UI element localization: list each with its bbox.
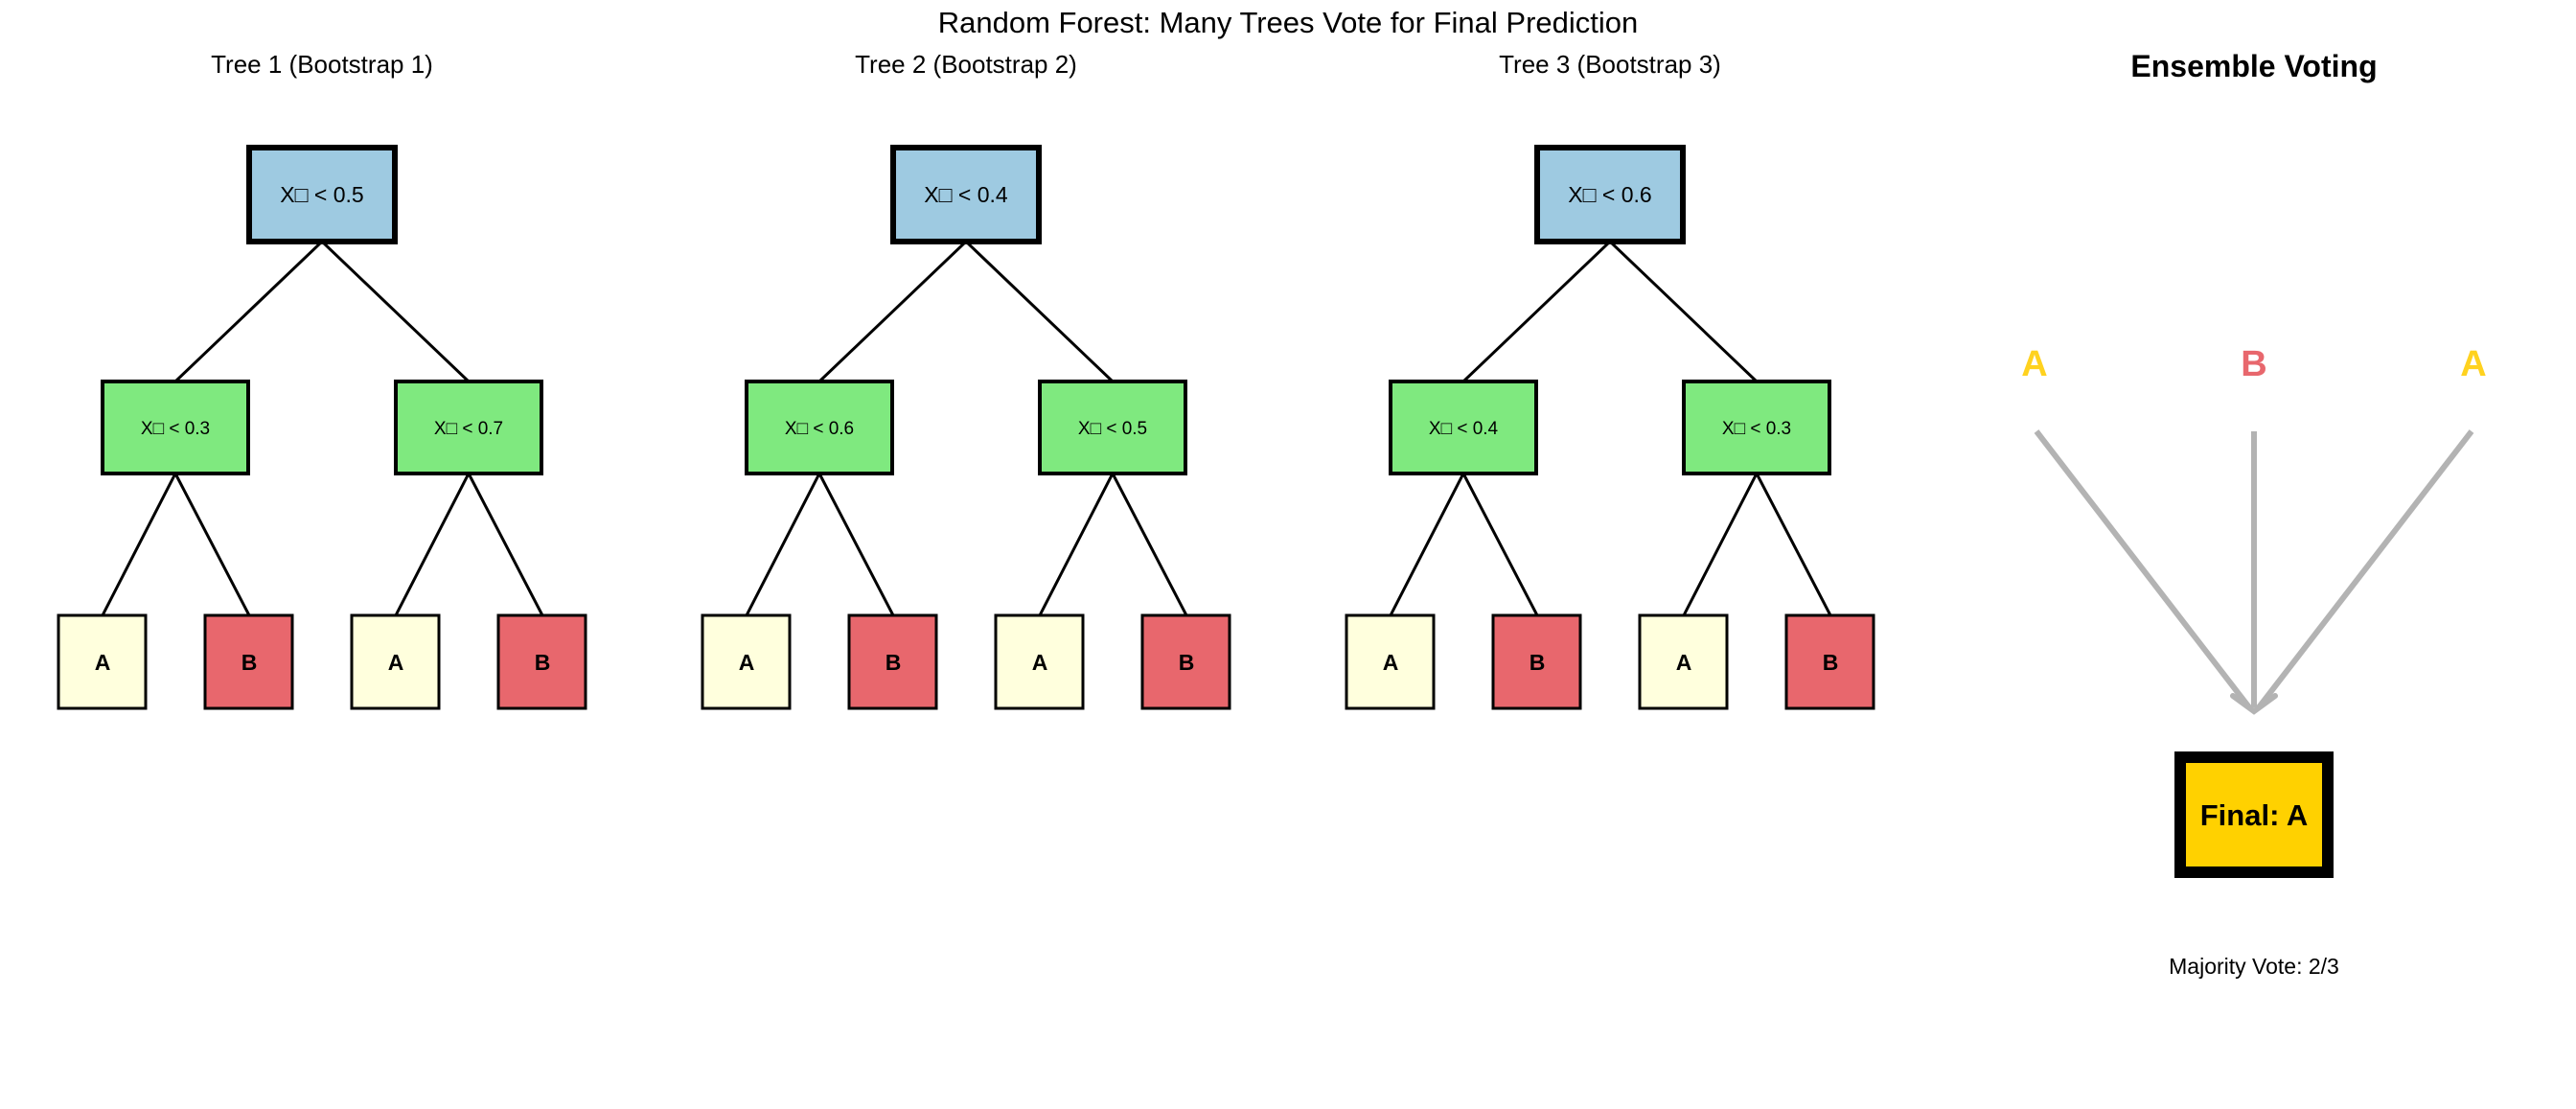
- tree-3-leaf-3-label: A: [1676, 650, 1692, 675]
- vote-arrow-1: [2034, 429, 2252, 709]
- tree-1-leaf-2: [203, 613, 294, 710]
- tree-2-edge-right-leaf-b: [1111, 473, 1188, 616]
- tree-1-leaf-4-label: B: [535, 650, 551, 675]
- tree-2: Tree 2 (Bootstrap 2) X□ < 0.4 X□ < 0.6 X…: [701, 50, 1231, 710]
- tree-1-edge-right-leaf-a: [394, 473, 471, 616]
- vote-label-tree-3: A: [2460, 344, 2486, 384]
- tree-1-right-node: [394, 380, 543, 475]
- tree-3-root-label: X□ < 0.6: [1568, 182, 1651, 207]
- tree-2-left-label: X□ < 0.6: [785, 419, 854, 439]
- tree-1-edge-left-leaf-b: [173, 473, 251, 616]
- tree-2-root-label: X□ < 0.4: [924, 182, 1008, 207]
- tree-3-left-node: [1389, 380, 1538, 475]
- tree-3-left-label: X□ < 0.4: [1429, 419, 1499, 439]
- tree-2-leaf-2-label: B: [886, 650, 902, 675]
- tree-2-leaf-3: [994, 613, 1085, 710]
- tree-2-edge-left-leaf-b: [817, 473, 895, 616]
- tree-1-left-node: [101, 380, 250, 475]
- tree-3-edge-root-right: [1608, 240, 1759, 383]
- tree-3-leaf-4: [1784, 613, 1875, 710]
- tree-2-title: Tree 2 (Bootstrap 2): [855, 50, 1077, 79]
- tree-1-leaf-2-label: B: [242, 650, 258, 675]
- tree-1-root-label: X□ < 0.5: [280, 182, 363, 207]
- tree-1-leaf-1: [57, 613, 148, 710]
- tree-3-leaf-4-label: B: [1823, 650, 1839, 675]
- tree-3-edge-right-leaf-a: [1682, 473, 1759, 616]
- tree-2-edge-root-right: [964, 240, 1115, 383]
- tree-1: Tree 1 (Bootstrap 1) X□ < 0.5 X□ < 0.3 X…: [57, 50, 587, 710]
- tree-1-right-label: X□ < 0.7: [434, 419, 503, 439]
- tree-3-right-label: X□ < 0.3: [1722, 419, 1791, 439]
- tree-2-leaf-2: [847, 613, 938, 710]
- tree-1-edge-root-right: [320, 240, 471, 383]
- tree-3-root-node: [1534, 145, 1686, 244]
- tree-2-edge-root-left: [817, 240, 968, 383]
- tree-3-edge-left-leaf-b: [1461, 473, 1539, 616]
- tree-3-leaf-2: [1491, 613, 1582, 710]
- tree-2-leaf-1-label: A: [739, 650, 755, 675]
- tree-3-leaf-1-label: A: [1383, 650, 1399, 675]
- tree-3-edge-root-left: [1461, 240, 1612, 383]
- majority-vote-label: Majority Vote: 2/3: [2169, 954, 2339, 979]
- diagram-title: Random Forest: Many Trees Vote for Final…: [938, 6, 1639, 39]
- final-prediction-label: Final: A: [2200, 798, 2309, 832]
- tree-3-leaf-2-label: B: [1530, 650, 1546, 675]
- tree-2-left-node: [745, 380, 894, 475]
- tree-2-edge-left-leaf-a: [745, 473, 821, 616]
- tree-2-root-node: [890, 145, 1042, 244]
- tree-3-title: Tree 3 (Bootstrap 3): [1499, 50, 1721, 79]
- ensemble-title: Ensemble Voting: [2130, 49, 2377, 83]
- tree-1-leaf-3-label: A: [388, 650, 404, 675]
- tree-3-edge-left-leaf-a: [1389, 473, 1465, 616]
- tree-2-edge-right-leaf-a: [1038, 473, 1115, 616]
- tree-2-right-node: [1038, 380, 1187, 475]
- tree-2-leaf-4-label: B: [1179, 650, 1195, 675]
- vote-arrow-3: [2256, 429, 2474, 709]
- tree-3: Tree 3 (Bootstrap 3) X□ < 0.6 X□ < 0.4 X…: [1345, 50, 1875, 710]
- tree-1-edge-left-leaf-a: [101, 473, 177, 616]
- tree-2-leaf-1: [701, 613, 792, 710]
- tree-1-leaf-1-label: A: [95, 650, 111, 675]
- ensemble-voting-panel: Ensemble Voting A B A Final: A Majority …: [2021, 49, 2486, 979]
- tree-2-leaf-3-label: A: [1032, 650, 1048, 675]
- vote-label-tree-2: B: [2241, 344, 2266, 384]
- tree-3-leaf-3: [1638, 613, 1729, 710]
- tree-1-edge-root-left: [173, 240, 324, 383]
- tree-1-left-label: X□ < 0.3: [141, 419, 210, 439]
- tree-1-edge-right-leaf-b: [467, 473, 544, 616]
- tree-2-right-label: X□ < 0.5: [1078, 419, 1147, 439]
- tree-3-right-node: [1682, 380, 1831, 475]
- tree-1-leaf-3: [350, 613, 441, 710]
- tree-3-edge-right-leaf-b: [1755, 473, 1832, 616]
- tree-2-leaf-4: [1140, 613, 1231, 710]
- final-prediction-box: [2174, 751, 2334, 878]
- tree-3-leaf-1: [1345, 613, 1436, 710]
- tree-1-root-node: [246, 145, 398, 244]
- vote-label-tree-1: A: [2021, 344, 2047, 384]
- vote-arrowhead: [2230, 693, 2278, 715]
- tree-1-title: Tree 1 (Bootstrap 1): [211, 50, 433, 79]
- tree-1-leaf-4: [496, 613, 587, 710]
